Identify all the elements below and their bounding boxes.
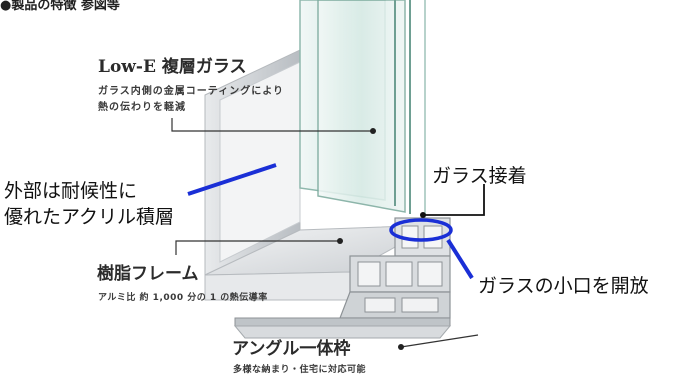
glass-pane-inner <box>317 0 406 213</box>
glass-edge-pointer <box>446 238 474 280</box>
frame-leader <box>175 240 340 255</box>
glass-edge-ellipse <box>389 218 453 242</box>
glass-bond-leader <box>423 184 485 216</box>
angle-title: アングル一体枠 <box>232 339 351 359</box>
lowe-desc-line1: ガラス内側の金属コーティングにより <box>98 86 284 97</box>
page-header: ●製品の特徴 参図等 <box>0 0 120 13</box>
exterior-label-line1: 外部は耐候性に <box>4 180 138 202</box>
frame-title: 樹脂フレーム <box>97 264 199 284</box>
exterior-pointer <box>187 163 277 196</box>
glass-bond-label: ガラス接着 <box>432 165 527 187</box>
frame-profile <box>233 217 452 339</box>
exterior-label-line2: 優れたアクリル積層 <box>4 206 175 228</box>
lowe-desc-line2: 熱の伝わりを軽減 <box>98 102 186 113</box>
lowe-title: Low-E 複層ガラス <box>98 57 247 77</box>
frame-desc: アルミ比 約 1,000 分の 1 の熱伝導率 <box>98 293 268 303</box>
angle-desc: 多様な納まり・住宅に対応可能 <box>233 365 367 375</box>
glass-edge-label: ガラスの小口を開放 <box>478 275 649 297</box>
lowe-leader <box>171 118 373 132</box>
jamb-inner <box>219 61 301 263</box>
angle-leader <box>400 334 479 348</box>
